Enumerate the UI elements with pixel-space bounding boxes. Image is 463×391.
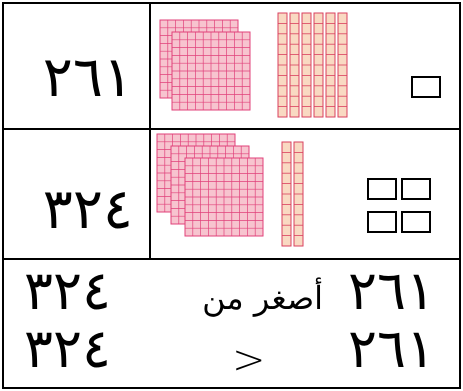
one-unit — [402, 212, 430, 232]
one-unit — [368, 212, 396, 232]
ten-rod — [302, 13, 311, 117]
ten-rod — [338, 13, 347, 117]
row-divider-1 — [2, 128, 461, 130]
hundred-flat — [185, 158, 263, 236]
ten-rod — [326, 13, 335, 117]
one-unit — [368, 179, 396, 199]
comparison-phrase: أصغر من — [202, 282, 323, 314]
row2-base-ten-model — [152, 132, 458, 256]
row1-number: ٢٦١ — [43, 50, 133, 106]
row1-base-ten-model — [152, 5, 458, 127]
column-divider — [149, 2, 151, 260]
comparison-symbol: > — [232, 340, 266, 380]
ten-rod — [282, 142, 291, 246]
ten-rod — [314, 13, 323, 117]
symbol-row-left-number: ٣٢٤ — [24, 322, 111, 376]
comparison-right-number: ٢٦١ — [348, 264, 435, 318]
ten-rod — [290, 13, 299, 117]
row2-ten-rods — [282, 142, 303, 246]
row1-ten-rods — [278, 13, 347, 117]
row2-one-units — [368, 179, 430, 232]
one-unit — [402, 179, 430, 199]
comparison-left-number: ٣٢٤ — [24, 264, 111, 318]
ten-rod — [294, 142, 303, 246]
symbol-row-right-number: ٢٦١ — [348, 322, 435, 376]
row1-hundred-flats — [160, 20, 250, 110]
row1-one-unit — [412, 77, 440, 97]
hundred-flat — [172, 32, 250, 110]
ten-rod — [278, 13, 287, 117]
row2-number: ٣٢٤ — [43, 182, 133, 238]
row2-hundred-flats — [157, 134, 263, 236]
